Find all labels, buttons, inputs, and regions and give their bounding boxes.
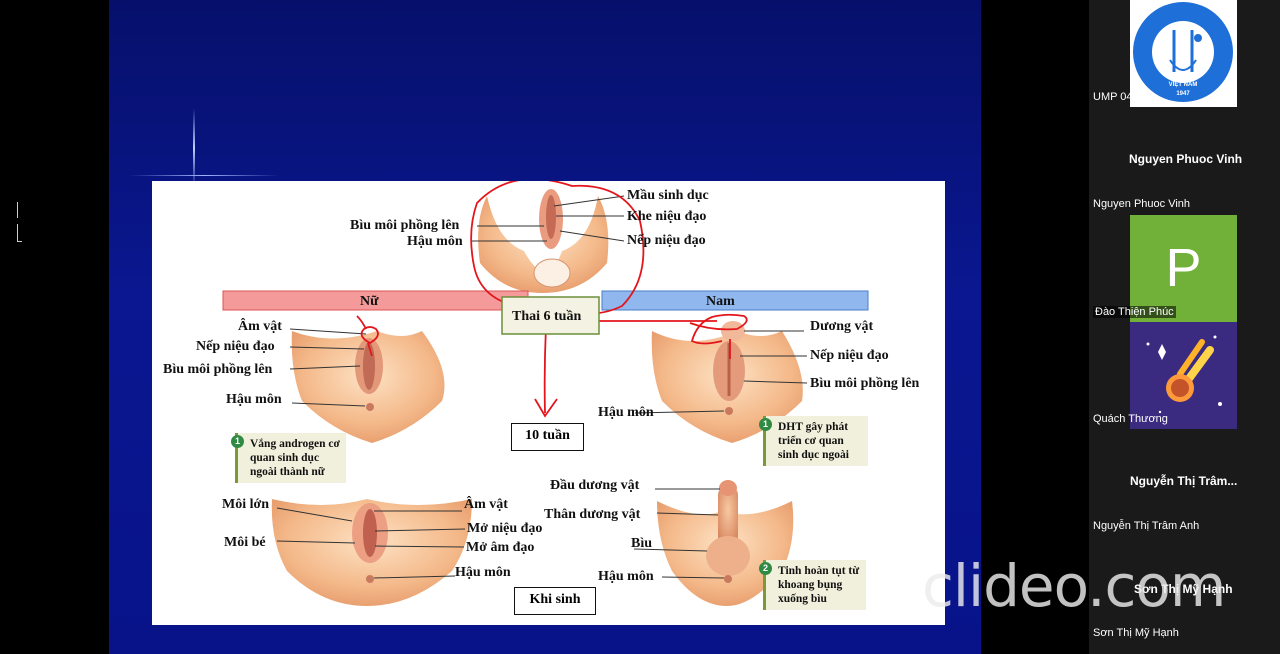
embryo-6-weeks xyxy=(478,189,609,293)
male-10-weeks xyxy=(651,321,803,443)
slide-sparkle xyxy=(193,108,195,188)
participant-name: UMP 04 xyxy=(1093,91,1133,103)
diagram-illustration xyxy=(222,181,869,606)
participant-name: Đào Thiện Phúc xyxy=(1093,306,1176,318)
left-edge-glyph xyxy=(14,202,22,244)
label-labia-majora: Môi lớn xyxy=(222,497,270,512)
note-line: Vắng androgen cơ xyxy=(250,438,340,450)
label-genital-tubercle: Mầu sinh dục xyxy=(627,188,709,203)
label-urethral-fold-male: Nếp niệu đạo xyxy=(810,348,889,363)
diagram-panel: Bìu môi phồng lên Hậu môn Mầu sinh dục K… xyxy=(152,181,945,625)
male-at-birth xyxy=(657,480,794,606)
note-line: ngoài thành nữ xyxy=(250,466,325,478)
participant-center-name: Sơn Thị Mỹ Hạnh xyxy=(1134,582,1233,596)
leader-lines xyxy=(276,195,808,579)
logo-country: VIỆT NAM xyxy=(1168,82,1198,88)
label-urethral-groove: Khe niệu đạo xyxy=(627,209,707,224)
label-clitoris-mid: Âm vật xyxy=(238,319,282,334)
note-line: triển cơ quan xyxy=(778,435,844,447)
participant-tile-ump[interactable]: VIỆT NAM 1947 xyxy=(1130,0,1237,107)
label-anus-male-birth: Hậu môn xyxy=(598,569,654,584)
participant-tile-phuc[interactable]: P xyxy=(1130,215,1237,322)
label-labia-minora: Môi bé xyxy=(224,535,266,550)
label-labioscrotal-male: Bìu môi phồng lên xyxy=(810,376,920,391)
female-at-birth xyxy=(271,499,472,606)
university-logo xyxy=(1133,2,1233,102)
participant-name: Nguyen Phuoc Vinh xyxy=(1093,198,1191,210)
participant-center-name: Nguyễn Thị Trâm... xyxy=(1130,474,1238,488)
label-clitoris-birth: Âm vật xyxy=(464,497,508,512)
label-anus-male-mid: Hậu môn xyxy=(598,405,654,420)
label-urethral-fold-top: Nếp niệu đạo xyxy=(627,233,706,248)
participant-name: Nguyễn Thị Trâm Anh xyxy=(1093,520,1200,532)
stage-6-weeks: Thai 6 tuần xyxy=(512,309,582,324)
label-shaft: Thân dương vật xyxy=(544,507,641,522)
note-male-mid: 1 DHT gây phát triển cơ quan sinh dục ng… xyxy=(759,416,868,466)
comet-avatar-icon xyxy=(1146,335,1222,414)
participants-panel: VIỆT NAM 1947 UMP 04 Nguyen Phuoc Vinh N… xyxy=(1089,0,1280,654)
label-urethral-opening: Mở niệu đạo xyxy=(467,521,543,536)
note-number: 1 xyxy=(231,435,244,448)
label-anus-top: Hậu môn xyxy=(407,234,463,249)
label-labioscrotal-female: Bìu môi phồng lên xyxy=(163,362,273,377)
participant-center-name: Nguyen Phuoc Vinh xyxy=(1129,152,1243,166)
label-anus-female-birth: Hậu môn xyxy=(455,565,511,580)
note-number: 1 xyxy=(759,418,772,431)
stage-at-birth: Khi sinh xyxy=(514,587,596,615)
label-vaginal-opening: Mở âm đạo xyxy=(466,540,535,555)
note-line: DHT gây phát xyxy=(778,421,849,433)
note-line: xuống bìu xyxy=(778,593,827,605)
stage-10-weeks: 10 tuần xyxy=(511,423,584,451)
note-male-birth: 2 Tinh hoàn tụt từ khoang bụng xuống bìu xyxy=(759,560,866,610)
label-scrotal-swelling-top: Bìu môi phồng lên xyxy=(350,218,460,233)
label-glans: Đầu dương vật xyxy=(550,478,640,493)
note-line: khoang bụng xyxy=(778,579,843,591)
female-10-weeks xyxy=(291,331,445,443)
label-penis: Dương vật xyxy=(810,319,874,334)
slide-sparkle-h xyxy=(129,175,279,176)
label-urethral-fold-female: Nếp niệu đạo xyxy=(196,339,275,354)
note-line: quan sinh dục xyxy=(250,452,320,464)
label-anus-female-mid: Hậu môn xyxy=(226,392,282,407)
logo-year: 1947 xyxy=(1176,91,1190,97)
participant-tile-thuong[interactable] xyxy=(1130,322,1237,429)
participant-name: Quách Thương xyxy=(1093,413,1168,425)
label-female: Nữ xyxy=(360,294,379,309)
watermark-logo: clideo.com xyxy=(922,552,1226,620)
note-line: sinh dục ngoài xyxy=(778,449,849,461)
label-scrotum: Bìu xyxy=(631,536,653,551)
red-annotations xyxy=(356,181,748,418)
note-female-mid: 1 Vắng androgen cơ quan sinh dục ngoài t… xyxy=(231,433,346,483)
note-number: 2 xyxy=(759,562,772,575)
label-male: Nam xyxy=(706,294,735,309)
avatar-initial: P xyxy=(1165,238,1202,298)
participant-name: Sơn Thị Mỹ Hạnh xyxy=(1093,627,1179,639)
note-line: Tinh hoàn tụt từ xyxy=(778,565,860,577)
